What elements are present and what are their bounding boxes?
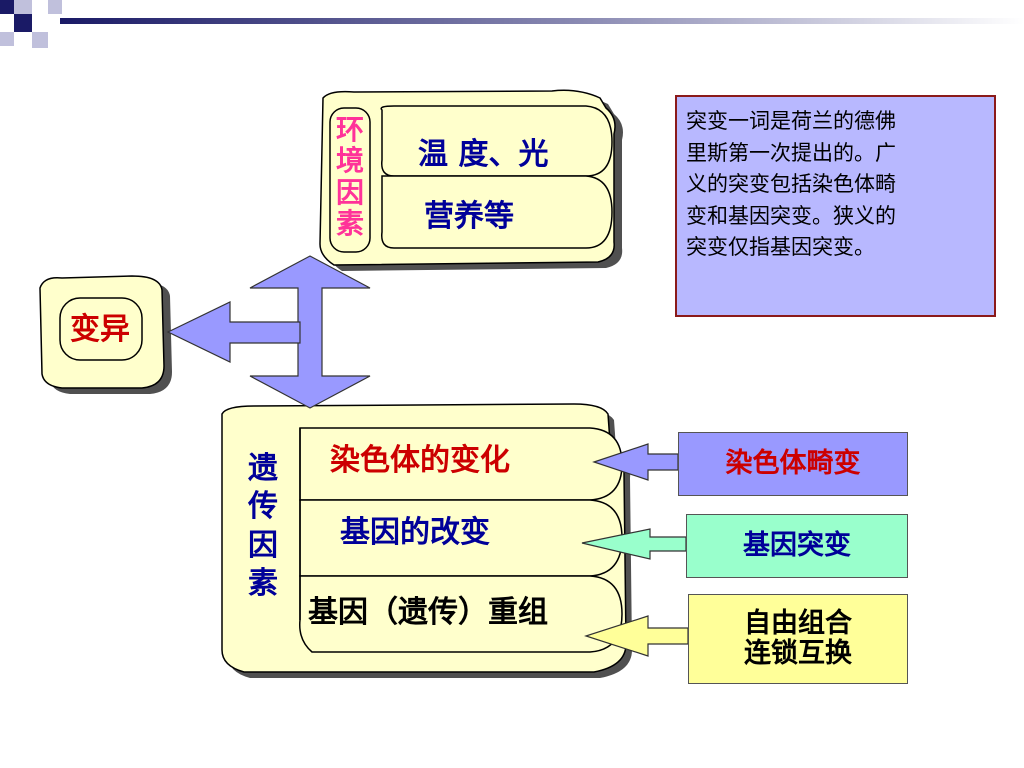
vertical-char: 遗 (248, 451, 278, 486)
vertical-char: 因 (248, 527, 278, 563)
description-line: 突变一词是荷兰的德佛 (686, 109, 896, 133)
description-line: 变和基因突变。狭义的 (686, 203, 896, 228)
free-combination-label: 自由组合 (744, 607, 852, 639)
genetic-label: 遗传因素 (246, 450, 280, 604)
linkage-exchange-label: 连锁互换 (744, 638, 852, 669)
genetic-item-chromosome-change: 染色体的变化 (330, 443, 510, 478)
recombination-box: 自由组合 连锁互换 (688, 594, 908, 684)
variation-label: 变异 (70, 312, 130, 347)
environment-label: 环境因素 (333, 113, 367, 241)
gene-mutation-label: 基因突变 (743, 529, 851, 561)
description-line: 里斯第一次提出的。广 (686, 140, 896, 165)
genetic-item-recombination: 基因（遗传）重组 (308, 595, 548, 630)
chromosome-aberration-label: 染色体畸变 (725, 447, 861, 479)
chromosome-aberration-box: 染色体畸变 (678, 432, 908, 496)
description-line: 突变仅指基因突变。 (686, 235, 875, 259)
description-box: 突变一词是荷兰的德佛 里斯第一次提出的。广 义的突变包括染色体畸 变和基因突变。… (675, 95, 996, 317)
corner-squares-decoration (0, 0, 1024, 48)
vertical-char: 素 (248, 566, 278, 602)
double-headed-arrow (249, 255, 371, 409)
description-line: 义的突变包括染色体畸 (686, 172, 896, 196)
vertical-char: 素 (335, 207, 364, 241)
vertical-char: 境 (335, 144, 364, 178)
gene-mutation-box: 基因突变 (686, 514, 908, 578)
left-arrow (166, 301, 301, 363)
vertical-char: 因 (335, 175, 364, 209)
environment-item-nutrition: 营养等 (424, 199, 514, 234)
vertical-char: 环 (335, 113, 364, 146)
vertical-char: 传 (248, 489, 278, 525)
environment-item-temperature-light: 温 度、光 (418, 137, 549, 172)
genetic-item-gene-change: 基因的改变 (340, 515, 490, 550)
